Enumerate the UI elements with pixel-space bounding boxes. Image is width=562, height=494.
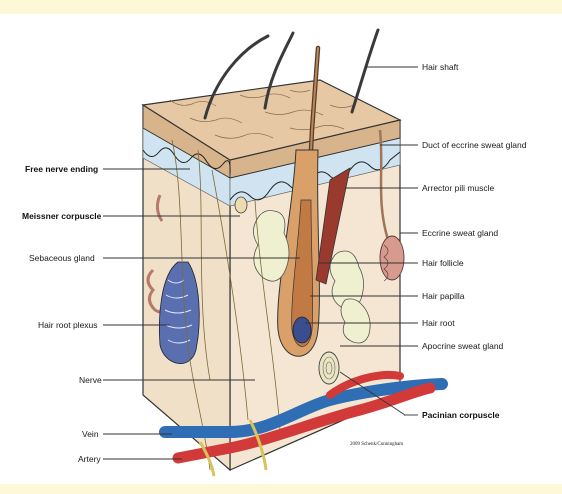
label-arrector-pili-muscle: Arrector pili muscle [422,183,495,193]
hair-papilla-shape [293,317,311,343]
label-hair-shaft: Hair shaft [422,62,459,72]
eccrine-gland-shape [380,236,404,280]
label-artery: Artery [78,454,101,464]
meissner-shape [235,197,247,213]
label-hair-papilla: Hair papilla [422,291,465,301]
label-vein: Vein [82,429,99,439]
label-nerve: Nerve [79,375,102,385]
label-duct-eccrine-sweat-gland: Duct of eccrine sweat gland [422,140,527,150]
label-hair-root: Hair root [422,318,455,328]
image-credit: 2009 Schenk/Cunningham [350,442,403,447]
label-sebaceous-gland: Sebaceous gland [29,253,95,263]
label-meissner-corpuscle: Meissner corpuscle [22,211,102,221]
label-hair-follicle: Hair follicle [422,258,464,268]
label-apocrine-sweat-gland: Apocrine sweat gland [422,341,504,351]
label-eccrine-sweat-gland: Eccrine sweat gland [422,228,498,238]
label-hair-root-plexus: Hair root plexus [38,320,98,330]
label-pacinian-corpuscle: Pacinian corpuscle [422,410,500,420]
label-free-nerve-ending: Free nerve ending [25,164,98,174]
